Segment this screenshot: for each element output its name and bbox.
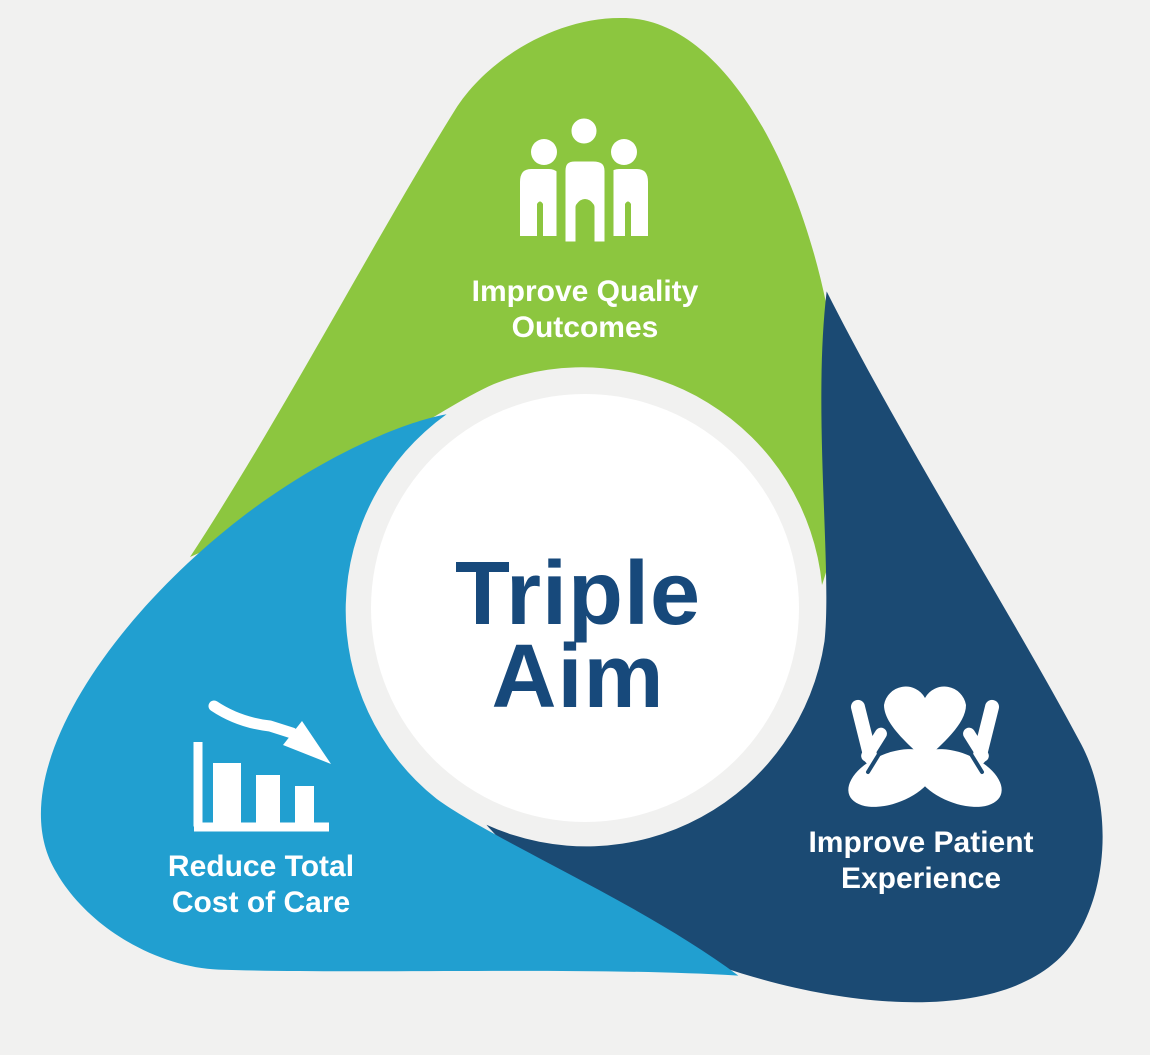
petal-cost <box>40 414 739 976</box>
chart-axes <box>193 742 329 832</box>
experience-label-line2: Experience <box>841 862 1001 895</box>
person-right <box>608 139 648 236</box>
hands-holding-heart-icon <box>848 686 1002 807</box>
center-circle <box>371 394 799 822</box>
quality-label-line2: Outcomes <box>512 311 659 344</box>
hand-right <box>914 699 1002 807</box>
thumb-slit <box>964 744 984 774</box>
hand-left <box>848 699 936 807</box>
petal-quality <box>190 17 841 585</box>
declining-bar-chart-icon <box>193 700 331 832</box>
people-group-icon <box>520 109 648 251</box>
center-title-line2: Aim <box>491 627 664 727</box>
thumb-slit <box>866 744 886 774</box>
cost-label-line2: Cost of Care <box>172 886 350 919</box>
petal-experience <box>486 291 1103 1003</box>
experience-label-line1: Improve Patient <box>808 826 1033 859</box>
person-left <box>520 139 560 236</box>
person-center <box>556 109 614 251</box>
trend-arrow-head <box>283 721 331 764</box>
heart-shape <box>884 686 966 760</box>
cost-label-line1: Reduce Total <box>168 850 354 883</box>
center-title-line1: Triple <box>455 544 701 644</box>
quality-label-line1: Improve Quality <box>472 275 699 308</box>
chart-bars <box>213 763 314 823</box>
trend-arrow-shaft <box>208 700 298 739</box>
